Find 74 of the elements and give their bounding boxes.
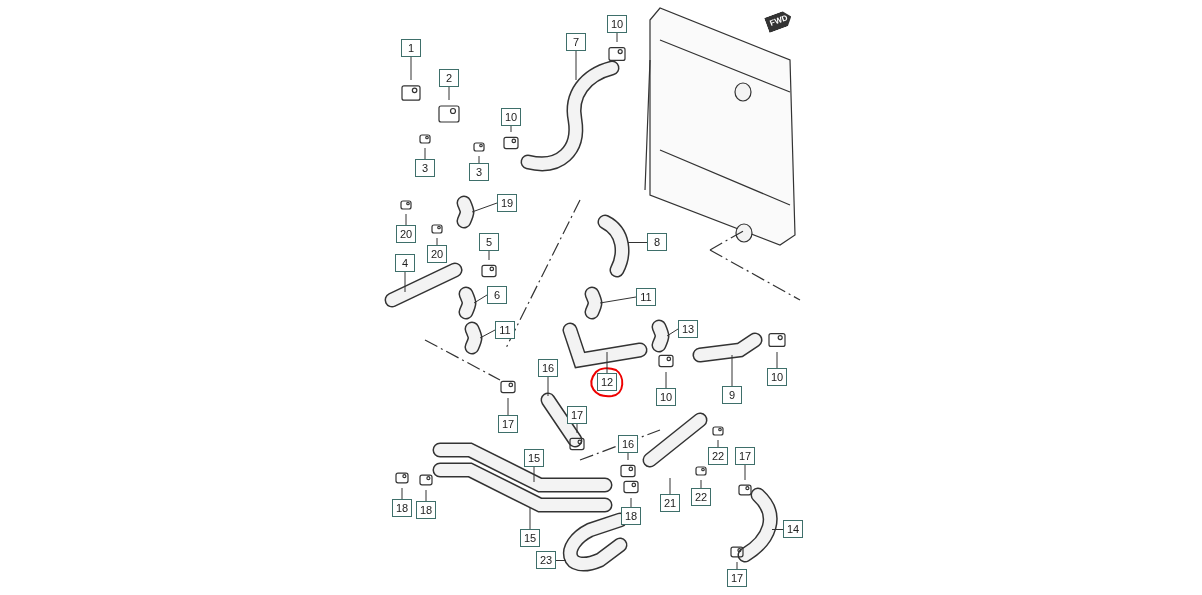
callout-number: 2 [439,69,459,87]
callout-number: 15 [524,449,544,467]
leader-line [731,354,733,387]
callout-number: 17 [567,406,587,424]
callout-number: 21 [660,494,680,512]
leader-line [478,155,480,164]
callout-number: 4 [395,254,415,272]
callout-number: 22 [708,447,728,465]
leader-line [736,561,738,570]
callout-number: 10 [607,15,627,33]
leader-line [666,328,679,337]
callout-number: 19 [497,194,517,212]
leader-line [771,529,784,530]
callout-number: 22 [691,488,711,506]
callout-number: 5 [479,233,499,251]
callout-number: 14 [783,520,803,538]
callout-number: 17 [735,447,755,465]
leader-line [665,371,667,389]
leader-line [510,125,512,133]
leader-line [700,479,702,489]
callout-number: 7 [566,33,586,51]
leader-line [575,50,577,81]
leader-line [630,497,632,508]
leader-line [616,32,618,43]
callout-number: 18 [416,501,436,519]
leader-line [576,423,578,434]
callout-number: 3 [415,159,435,177]
callout-number: 20 [396,225,416,243]
leader-line [776,351,778,369]
callout-number: 10 [501,108,521,126]
leader-line [436,237,438,246]
callout-number: 8 [647,233,667,251]
callout-number: 18 [621,507,641,525]
callout-number: 10 [656,388,676,406]
leader-line [744,464,746,481]
leader-line [606,351,608,374]
callout-number: 23 [536,551,556,569]
leader-line [547,376,549,397]
leader-line [599,296,637,304]
callout-number: 1 [401,39,421,57]
leader-line [507,397,509,416]
leader-line [401,487,403,500]
leader-line [479,329,496,339]
leader-line [471,202,498,213]
callout-number: 17 [727,569,747,587]
callout-number: 16 [618,435,638,453]
callout-number: 17 [498,415,518,433]
callout-number: 10 [767,368,787,386]
leader-line [473,294,488,304]
leader-line [627,242,648,243]
callout-number: 9 [722,386,742,404]
leader-line [529,507,531,530]
leader-line [717,439,719,448]
callout-number: 12 [597,373,617,391]
leader-line [533,466,535,483]
leader-line [669,477,671,495]
callout-number: 11 [495,321,515,339]
leader-line [410,56,412,81]
leader-line [448,86,450,101]
callout-number: 15 [520,529,540,547]
callout-number: 3 [469,163,489,181]
callout-number: 6 [487,286,507,304]
callout-number: 20 [427,245,447,263]
leader-line [404,271,406,293]
leader-line [555,560,567,561]
leader-line [405,213,407,226]
callout-number: 16 [538,359,558,377]
callout-number: 13 [678,320,698,338]
leader-line [425,489,427,502]
leader-line [424,147,426,160]
leader-line [488,250,490,261]
callout-number: 18 [392,499,412,517]
leader-line [627,452,629,461]
callout-number: 11 [636,288,656,306]
